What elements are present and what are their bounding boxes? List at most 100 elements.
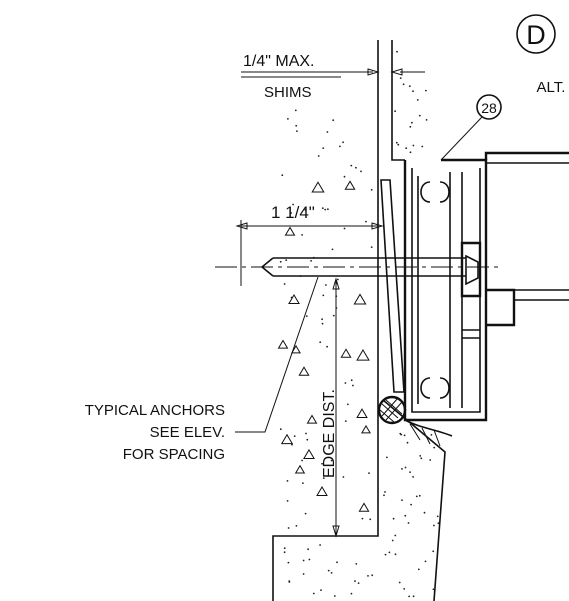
stipple-dot: [306, 438, 309, 441]
stipple-dot: [319, 544, 321, 546]
stipple-dot: [400, 433, 403, 436]
stipple-dot: [361, 517, 364, 520]
stipple-dot: [322, 477, 325, 479]
stipple-dot: [343, 175, 346, 178]
stipple-dot: [332, 314, 335, 317]
stipple-dot: [425, 119, 428, 121]
stipple-dot: [425, 89, 427, 92]
stipple-dot: [322, 147, 325, 150]
stipple-dot: [308, 558, 311, 561]
stipple-dot: [354, 580, 356, 582]
shims-label: SHIMS: [264, 84, 312, 101]
stipple-dot: [412, 595, 415, 598]
stipple-dot: [331, 248, 334, 251]
backer-rod-sealant: [377, 395, 453, 447]
concrete-aggregate: [277, 180, 371, 512]
stipple-dot: [293, 435, 296, 437]
stipple-dot: [302, 559, 305, 562]
stipple-dot: [404, 514, 407, 517]
stipple-dot: [371, 574, 374, 577]
stipple-dot: [402, 83, 405, 86]
stipple-dot: [394, 553, 397, 556]
stipple-dot: [368, 472, 370, 474]
stipple-dot: [336, 561, 338, 564]
stipple-dot: [321, 322, 324, 325]
stipple-dot: [287, 118, 289, 120]
stipple-dot: [399, 77, 402, 79]
stipple-dot: [307, 548, 309, 551]
stipple-dot: [287, 527, 290, 529]
stipple-dot: [330, 572, 333, 574]
aggregate-triangle: [294, 464, 306, 474]
stipple-dot: [405, 147, 408, 150]
stipple-dot: [304, 209, 307, 211]
stipple-dot: [355, 166, 357, 169]
stipple-dot: [290, 212, 292, 214]
stipple-dot: [433, 446, 436, 449]
stipple-dot: [337, 278, 339, 281]
concrete-anchor: [215, 257, 500, 277]
stipple-dot: [326, 131, 329, 133]
stipple-dot: [283, 547, 286, 550]
stipple-dot: [416, 99, 419, 101]
stipple-dot: [421, 145, 424, 148]
aggregate-triangle: [311, 181, 325, 193]
embed-depth-label: 1 1/4": [271, 203, 315, 222]
stipple-dot: [365, 220, 367, 223]
stipple-dot: [429, 459, 432, 461]
stipple-dot: [347, 403, 349, 406]
stipple-dot: [423, 511, 426, 514]
stipple-dot: [409, 125, 412, 128]
stipple-dot: [326, 345, 328, 348]
anchor-note-line-1: TYPICAL ANCHORS: [85, 402, 225, 419]
stipple-dot: [301, 459, 303, 462]
stipple-dot: [355, 563, 358, 565]
stipple-dot: [406, 441, 409, 444]
stipple-dot: [394, 110, 396, 113]
stipple-dot: [325, 284, 327, 286]
aggregate-triangle: [356, 408, 368, 418]
stipple-dot: [432, 550, 435, 553]
stipple-dot: [283, 283, 286, 285]
dimension-lines: [235, 68, 425, 538]
stipple-dot: [322, 294, 325, 297]
aggregate-triangle: [288, 293, 300, 305]
stipple-dot: [292, 203, 294, 206]
stipple-dot: [357, 582, 360, 584]
stipple-dot: [324, 208, 327, 211]
stipple-dot: [279, 428, 282, 431]
stipple-dot: [433, 524, 435, 527]
aggregate-triangle: [340, 348, 352, 358]
stipple-dot: [430, 434, 433, 436]
stipple-dot: [321, 207, 324, 210]
stipple-dot: [287, 561, 290, 564]
aggregate-triangle: [356, 349, 370, 361]
stipple-dot: [321, 318, 323, 321]
aggregate-triangle: [316, 486, 328, 496]
stipple-dot: [301, 234, 303, 236]
stipple-dot: [302, 482, 304, 484]
stipple-dot: [360, 170, 362, 173]
aggregate-triangle: [358, 502, 370, 512]
stipple-dot: [342, 141, 344, 144]
stipple-dot: [312, 592, 315, 595]
stipple-dot: [409, 471, 411, 473]
stipple-dot: [281, 174, 284, 177]
stipple-dot: [383, 494, 385, 497]
stipple-dot: [419, 455, 422, 457]
stipple-dot: [327, 208, 329, 211]
stipple-dot: [397, 143, 400, 146]
stipple-dot: [395, 141, 398, 144]
part-number: 28: [481, 100, 497, 116]
stipple-dot: [320, 589, 322, 591]
stipple-dot: [302, 573, 305, 575]
stipple-dot: [285, 259, 288, 261]
stipple-dot: [319, 341, 322, 344]
aggregate-triangle: [303, 448, 315, 460]
stipple-dot: [403, 434, 406, 437]
stipple-dot: [418, 494, 421, 497]
stipple-dot: [283, 551, 286, 554]
stipple-dot: [384, 553, 387, 556]
stipple-dot: [295, 124, 298, 127]
stipple-dot: [344, 382, 347, 384]
